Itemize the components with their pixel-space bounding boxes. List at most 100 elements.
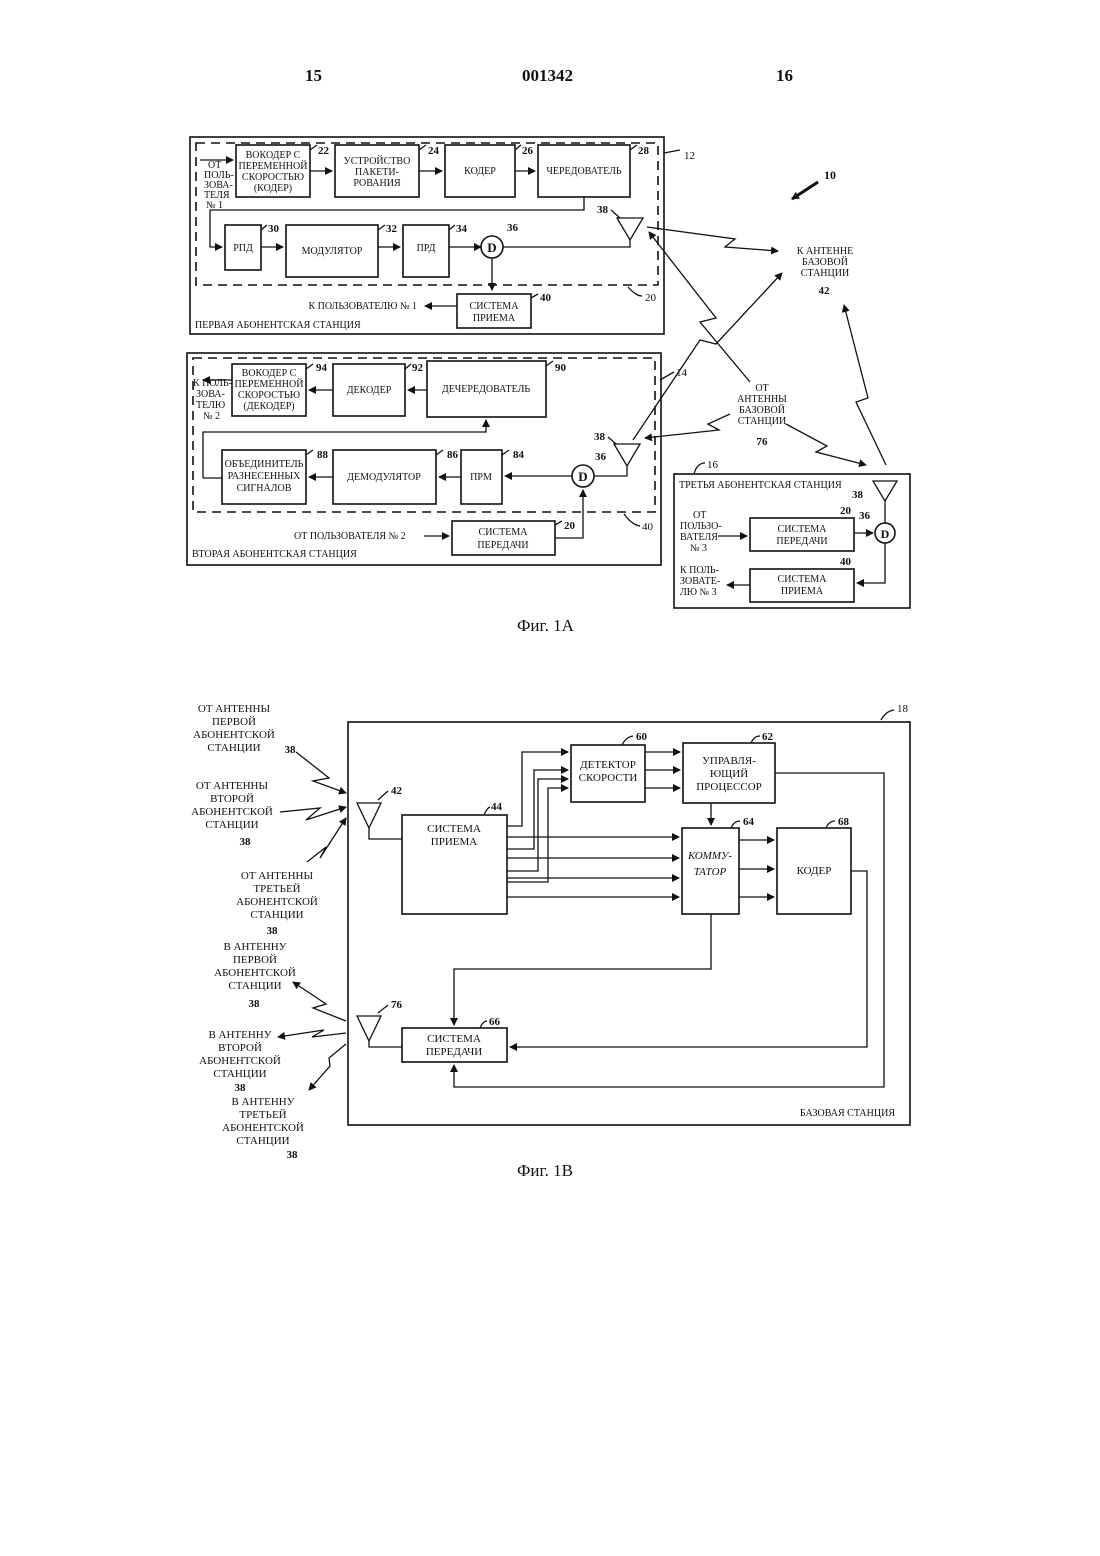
svg-text:ОТ АНТЕННЫ: ОТ АНТЕННЫ [196, 780, 269, 792]
svg-text:№ 2: № 2 [203, 411, 220, 422]
svg-text:32: 32 [386, 223, 398, 235]
svg-text:ТРЕТЬЕЙ: ТРЕТЬЕЙ [253, 883, 300, 895]
svg-text:К ПОЛЬ-: К ПОЛЬ- [680, 565, 719, 576]
from-station-3-label: ОТ АНТЕННЫ ТРЕТЬЕЙ АБОНЕНТСКОЙ СТАНЦИИ 3… [236, 870, 318, 937]
svg-text:38: 38 [597, 204, 609, 216]
svg-text:СИСТЕМА: СИСТЕМА [470, 301, 520, 312]
svg-text:ТАТОР: ТАТОР [694, 866, 727, 878]
svg-text:24: 24 [428, 145, 440, 157]
svg-text:(КОДЕР): (КОДЕР) [254, 183, 292, 194]
svg-text:86: 86 [447, 449, 459, 461]
svg-text:СИСТЕМА: СИСТЕМА [479, 527, 529, 538]
svg-text:D: D [578, 469, 587, 484]
svg-text:ВАТЕЛЯ: ВАТЕЛЯ [680, 532, 718, 543]
to-station-3-label: В АНТЕННУ ТРЕТЬЕЙ АБОНЕНТСКОЙ СТАНЦИИ 38 [222, 1096, 304, 1161]
figure-1a-caption: Фиг. 1А [517, 616, 574, 636]
svg-text:20: 20 [840, 505, 852, 517]
svg-text:КОММУ-: КОММУ- [687, 850, 732, 862]
svg-text:68: 68 [838, 816, 850, 828]
svg-text:(ДЕКОДЕР): (ДЕКОДЕР) [243, 401, 294, 412]
svg-text:76: 76 [757, 436, 769, 448]
svg-text:АБОНЕНТСКОЙ: АБОНЕНТСКОЙ [236, 896, 318, 908]
svg-text:СТАНЦИИ: СТАНЦИИ [207, 742, 260, 754]
svg-text:ПЕРВОЙ: ПЕРВОЙ [212, 716, 256, 728]
station-3-title: ТРЕТЬЯ АБОНЕНТСКАЯ СТАНЦИЯ [679, 480, 842, 491]
svg-text:62: 62 [762, 731, 774, 743]
svg-text:ОТ: ОТ [755, 383, 768, 394]
svg-text:28: 28 [638, 145, 650, 157]
svg-text:АБОНЕНТСКОЙ: АБОНЕНТСКОЙ [191, 806, 273, 818]
svg-text:ОТ АНТЕННЫ: ОТ АНТЕННЫ [198, 703, 271, 715]
station-3: ТРЕТЬЯ АБОНЕНТСКАЯ СТАНЦИЯ 16 ОТ ПОЛЬЗО-… [674, 459, 910, 608]
svg-text:СИГНАЛОВ: СИГНАЛОВ [237, 483, 292, 494]
svg-text:30: 30 [268, 223, 280, 235]
svg-text:ПАКЕТИ-: ПАКЕТИ- [355, 167, 399, 178]
svg-text:ПРИЕМА: ПРИЕМА [473, 313, 516, 324]
base-station: БАЗОВАЯ СТАНЦИЯ 18 42 СИСТЕМА ПРИЕМА 44 … [191, 703, 910, 1161]
svg-text:РОВАНИЯ: РОВАНИЯ [353, 178, 401, 189]
svg-text:ПЕРЕДАЧИ: ПЕРЕДАЧИ [477, 540, 528, 551]
svg-text:ВОКОДЕР С: ВОКОДЕР С [242, 368, 297, 379]
receiver-block-1b: СИСТЕМА ПРИЕМА 44 [402, 801, 507, 914]
svg-text:84: 84 [513, 449, 525, 461]
svg-text:38: 38 [240, 836, 252, 848]
svg-text:ПРОЦЕССОР: ПРОЦЕССОР [696, 781, 762, 793]
svg-text:64: 64 [743, 816, 755, 828]
svg-text:26: 26 [522, 145, 534, 157]
svg-text:№ 3: № 3 [690, 543, 707, 554]
from-station-1-label: ОТ АНТЕННЫ ПЕРВОЙ АБОНЕНТСКОЙ СТАНЦИИ 38 [193, 703, 296, 756]
svg-text:ПОЛЬЗО-: ПОЛЬЗО- [680, 521, 722, 532]
svg-text:АБОНЕНТСКОЙ: АБОНЕНТСКОЙ [193, 729, 275, 741]
svg-text:АБОНЕНТСКОЙ: АБОНЕНТСКОЙ [199, 1055, 281, 1067]
svg-text:СКОРОСТЬЮ: СКОРОСТЬЮ [238, 390, 300, 401]
radio-links: 10 К АНТЕННЕ БАЗОВОЙ СТАНЦИИ 42 ОТ АНТЕН… [633, 168, 886, 465]
switch-block: КОММУ- ТАТОР 64 [682, 816, 755, 914]
station-1-sub-ref: 20 [645, 292, 657, 304]
control-processor-block: УПРАВЛЯ- ЮЩИЙ ПРОЦЕССОР 62 [683, 731, 775, 803]
svg-text:КОДЕР: КОДЕР [797, 865, 832, 877]
svg-text:СТАНЦИИ: СТАНЦИИ [738, 416, 786, 427]
station-2-sub-ref: 40 [642, 521, 654, 533]
svg-text:ВОКОДЕР С: ВОКОДЕР С [246, 150, 301, 161]
rx-antenna: 42 [357, 785, 403, 839]
svg-text:РПД: РПД [233, 243, 253, 254]
svg-text:ПЕРЕМЕННОЙ: ПЕРЕМЕННОЙ [239, 160, 308, 172]
svg-text:ДЕЧЕРЕДОВАТЕЛЬ: ДЕЧЕРЕДОВАТЕЛЬ [442, 384, 531, 395]
svg-text:38: 38 [235, 1082, 247, 1094]
svg-text:В АНТЕННУ: В АНТЕННУ [208, 1029, 271, 1041]
svg-text:36: 36 [859, 510, 871, 522]
svg-text:ТРЕТЬЕЙ: ТРЕТЬЕЙ [239, 1109, 286, 1121]
svg-text:СИСТЕМА: СИСТЕМА [427, 823, 481, 835]
svg-text:АБОНЕНТСКОЙ: АБОНЕНТСКОЙ [222, 1122, 304, 1134]
svg-text:ПЕРЕДАЧИ: ПЕРЕДАЧИ [426, 1046, 482, 1058]
svg-text:38: 38 [267, 925, 279, 937]
svg-text:90: 90 [555, 362, 567, 374]
from-user-2-label: ОТ ПОЛЬЗОВАТЕЛЯ № 2 [294, 531, 406, 542]
svg-text:СТАНЦИИ: СТАНЦИИ [228, 980, 281, 992]
svg-text:36: 36 [507, 222, 519, 234]
svg-text:СКОРОСТЬЮ: СКОРОСТЬЮ [242, 172, 304, 183]
deinterleaver-block: ДЕЧЕРЕДОВАТЕЛЬ 90 [427, 361, 567, 417]
svg-text:СТАНЦИИ: СТАНЦИИ [236, 1135, 289, 1147]
svg-text:42: 42 [391, 785, 403, 797]
from-base-antenna-label: ОТ АНТЕННЫ БАЗОВОЙ СТАНЦИИ 76 [737, 383, 787, 448]
svg-text:В АНТЕННУ: В АНТЕННУ [231, 1096, 294, 1108]
svg-text:В АНТЕННУ: В АНТЕННУ [223, 941, 286, 953]
svg-text:АНТЕННЫ: АНТЕННЫ [737, 394, 787, 405]
svg-text:ПЕРЕМЕННОЙ: ПЕРЕМЕННОЙ [235, 378, 304, 390]
svg-text:76: 76 [391, 999, 403, 1011]
svg-text:СТАНЦИИ: СТАНЦИИ [213, 1068, 266, 1080]
svg-text:ДЕКОДЕР: ДЕКОДЕР [347, 385, 392, 396]
svg-text:20: 20 [564, 520, 576, 532]
svg-text:КОДЕР: КОДЕР [464, 166, 496, 177]
svg-text:ПЕРЕДАЧИ: ПЕРЕДАЧИ [776, 536, 827, 547]
antenna-3: 38 [852, 481, 897, 501]
svg-text:ВТОРОЙ: ВТОРОЙ [210, 793, 254, 805]
svg-text:D: D [881, 527, 890, 541]
duplexer-3: D 36 [859, 510, 895, 543]
modulator-block: МОДУЛЯТОР 32 [286, 223, 398, 277]
receiver-block-3: СИСТЕМА ПРИЕМА 40 [750, 556, 854, 602]
station-2-title: ВТОРАЯ АБОНЕНТСКАЯ СТАНЦИЯ [192, 549, 357, 560]
svg-text:88: 88 [317, 449, 329, 461]
